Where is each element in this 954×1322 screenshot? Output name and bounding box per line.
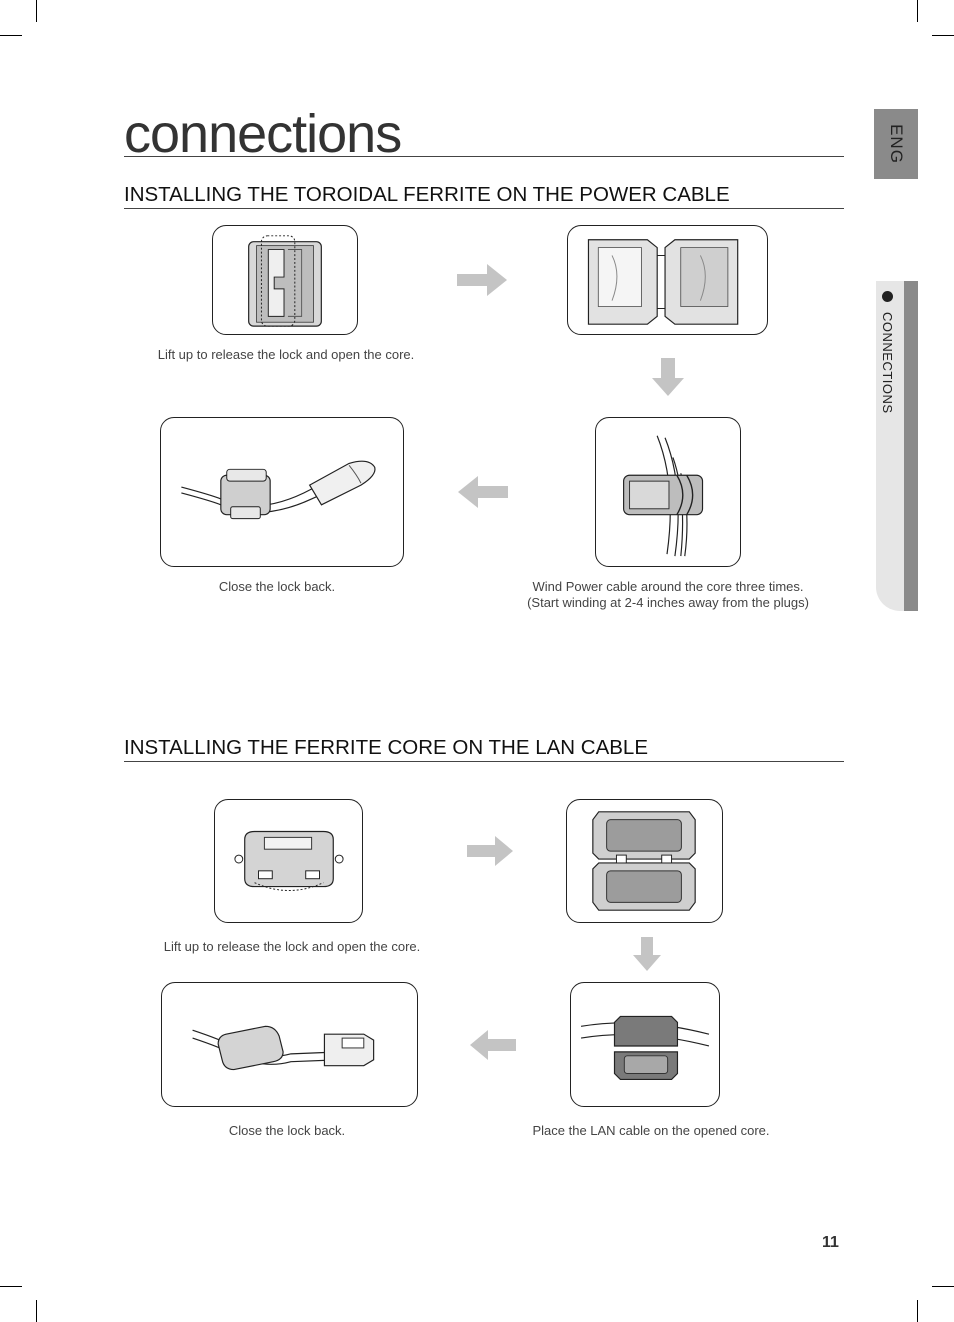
crop-mark xyxy=(36,0,37,22)
page-title: connections xyxy=(124,104,402,164)
arrow-down-icon xyxy=(652,358,684,396)
side-section-label: CONNECTIONS xyxy=(880,312,895,414)
crop-mark xyxy=(36,1300,37,1322)
arrow-left-icon xyxy=(470,1030,516,1060)
crop-mark xyxy=(0,1286,22,1287)
section2-caption-step1: Lift up to release the lock and open the… xyxy=(163,939,421,954)
section1-caption-step3: Wind Power cable around the core three t… xyxy=(510,579,826,611)
section1-caption-step4: Close the lock back. xyxy=(218,579,336,594)
section2-rule xyxy=(124,761,844,762)
page-number: 11 xyxy=(822,1234,839,1251)
section2-caption-step3: Place the LAN cable on the opened core. xyxy=(532,1123,770,1138)
side-section-bar xyxy=(904,281,918,611)
power-ferrite-closed-illustration xyxy=(212,225,358,335)
arrow-right-icon xyxy=(467,836,513,866)
power-ferrite-winding-illustration xyxy=(595,417,741,567)
section1-caption-step3-line1: Wind Power cable around the core three t… xyxy=(532,579,804,594)
section2-heading: INSTALLING THE FERRITE CORE ON THE LAN C… xyxy=(124,736,649,759)
lan-ferrite-cable-placed-illustration xyxy=(570,982,720,1107)
crop-mark xyxy=(917,1300,918,1322)
title-rule xyxy=(124,156,844,157)
lan-ferrite-closed-illustration xyxy=(214,799,363,923)
section1-caption-step1: Lift up to release the lock and open the… xyxy=(157,347,415,362)
arrow-left-icon xyxy=(458,476,508,508)
section1-caption-step3-line2: (Start winding at 2-4 inches away from t… xyxy=(527,595,809,610)
crop-mark xyxy=(932,1286,954,1287)
section1-rule xyxy=(124,208,844,209)
language-tab: ENG xyxy=(874,109,918,179)
crop-mark xyxy=(0,35,22,36)
bullet-icon xyxy=(882,291,893,302)
section2-caption-step4: Close the lock back. xyxy=(228,1123,346,1138)
crop-mark xyxy=(917,0,918,22)
lan-ferrite-open-illustration xyxy=(566,799,723,923)
crop-mark xyxy=(932,35,954,36)
language-tab-label: ENG xyxy=(887,124,906,164)
power-ferrite-open-illustration xyxy=(567,225,768,335)
arrow-down-icon xyxy=(633,937,661,971)
section1-heading: INSTALLING THE TOROIDAL FERRITE ON THE P… xyxy=(124,183,730,206)
arrow-right-icon xyxy=(457,264,507,296)
power-ferrite-closed-on-cable-illustration xyxy=(160,417,404,567)
lan-ferrite-closed-on-cable-illustration xyxy=(161,982,418,1107)
